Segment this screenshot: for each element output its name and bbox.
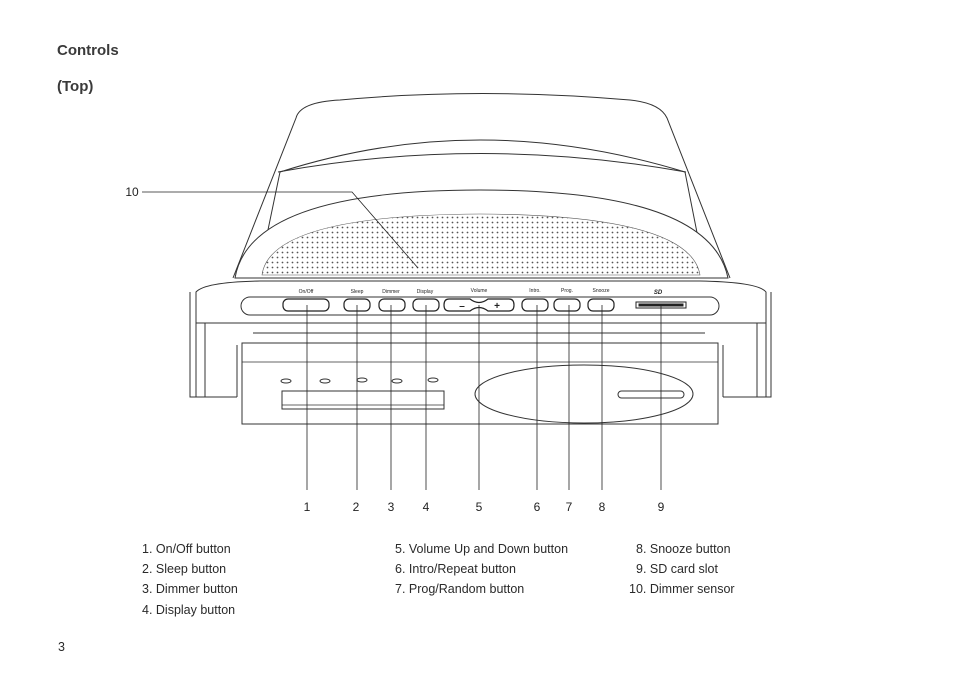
callout-3: 3	[388, 500, 395, 514]
callout-10: 10	[125, 185, 139, 199]
legend-item: 10. Dimmer sensor	[629, 582, 735, 596]
callout-7: 7	[566, 500, 573, 514]
leader-lines	[142, 191, 662, 490]
page-subheading: (Top)	[57, 78, 94, 95]
legend-item: 1. On/Off button	[142, 542, 231, 556]
onoff-button[interactable]	[282, 298, 330, 312]
callout-4: 4	[423, 500, 430, 514]
display-label: Display	[417, 289, 434, 295]
callout-5: 5	[476, 500, 483, 514]
intro-label: Intro.	[529, 288, 540, 294]
page-number: 3	[58, 640, 65, 654]
callout-9: 9	[658, 500, 665, 514]
page-heading: Controls	[57, 42, 119, 59]
legend-item: 7. Prog/Random button	[395, 582, 525, 596]
volume-label: Volume	[471, 288, 488, 294]
callout-2: 2	[353, 500, 360, 514]
snooze-button[interactable]	[587, 298, 615, 312]
sleep-label: Sleep	[351, 289, 364, 295]
callout-1: 1	[304, 500, 311, 514]
onoff-label: On/Off	[299, 289, 314, 295]
volume-minus-sign: –	[459, 301, 465, 312]
legend-item: 8. Snooze button	[636, 542, 731, 556]
device-front-body	[236, 332, 724, 425]
prog-button[interactable]	[553, 298, 581, 312]
callout-6: 6	[534, 500, 541, 514]
intro-button[interactable]	[521, 298, 549, 312]
prog-label: Prog.	[561, 288, 573, 294]
legend-item: 6. Intro/Repeat button	[395, 562, 516, 576]
legend-item: 4. Display button	[142, 603, 236, 617]
volume-plus-sign: +	[494, 301, 500, 312]
legend-item: 9. SD card slot	[636, 562, 718, 576]
callout-8: 8	[599, 500, 606, 514]
legend-item: 2. Sleep button	[142, 562, 227, 576]
dimmer-label: Dimmer	[382, 289, 400, 295]
speaker-grille	[234, 189, 729, 279]
legend-item: 5. Volume Up and Down button	[395, 542, 569, 556]
snooze-label: Snooze	[593, 288, 610, 294]
dimmer-button[interactable]	[378, 298, 406, 312]
sd-logo: SD	[654, 290, 663, 296]
legend-item: 3. Dimmer button	[142, 582, 238, 596]
